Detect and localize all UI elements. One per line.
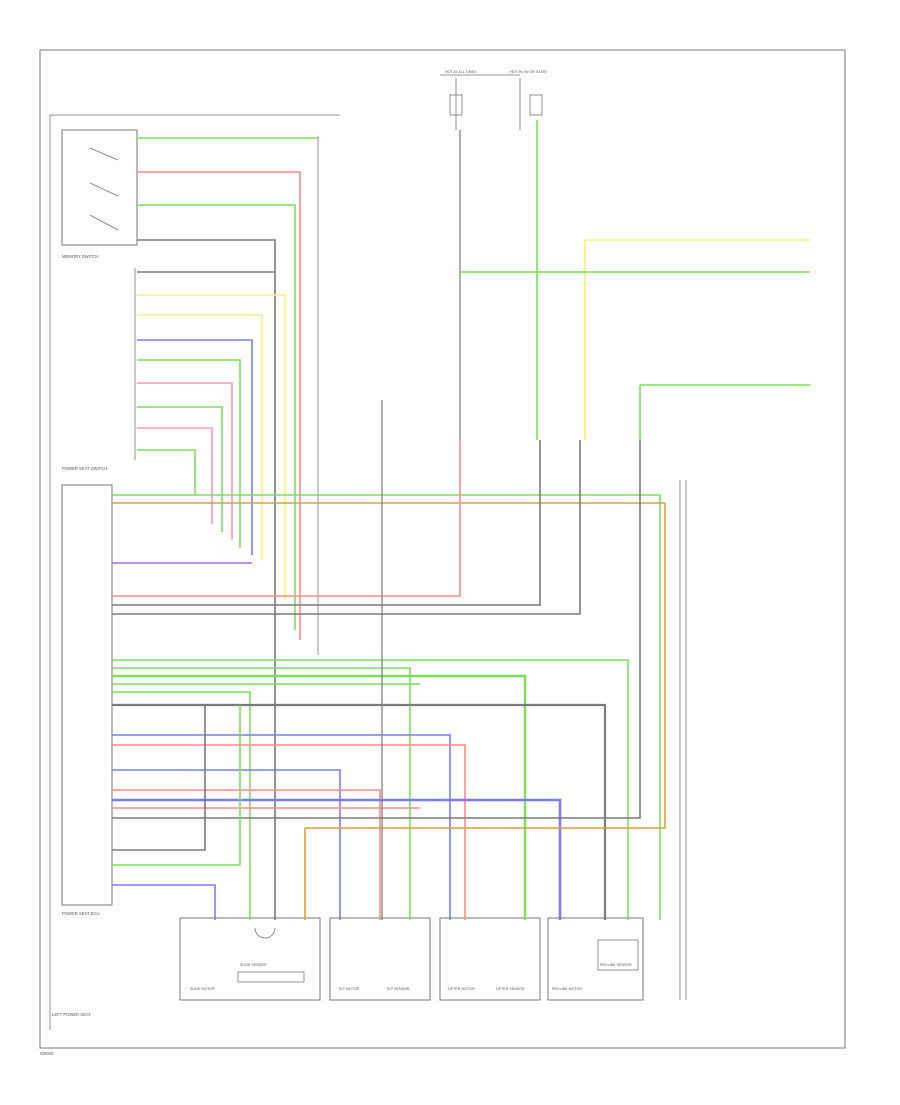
memory-switch: MEMORY SWITCH: [61, 129, 138, 259]
slide-sensor-label: SLIDE SENSOR: [240, 963, 267, 967]
tilt-motor-label: TILT MOTOR: [338, 987, 360, 991]
recline-motor-label: RECLINE MOTOR: [552, 987, 582, 991]
wire-2: [137, 204, 296, 630]
memory-switch-label: MEMORY SWITCH: [62, 254, 98, 259]
recline-sensor-label: RECLINE SENSOR: [600, 963, 632, 967]
footer-code: W0000: [40, 1051, 54, 1056]
power-seat-switch: POWER SEAT SWITCH: [62, 268, 136, 471]
wire-20: [112, 667, 411, 920]
wire-8: [137, 359, 241, 548]
wire-24: [112, 703, 607, 920]
wire-25: [112, 734, 451, 920]
wire-19: [112, 659, 629, 920]
lifter-motor-label: LIFTER MOTOR: [448, 987, 475, 991]
wire-group: [112, 120, 810, 920]
wire-26: [112, 744, 466, 920]
wire-21: [112, 674, 527, 920]
lifter-sensor-label: LIFTER SENSOR: [496, 987, 525, 991]
wire-16: [112, 440, 461, 597]
wire-12: [137, 449, 196, 495]
fuse-block: HOT AT ALL TIMES HOT IN ON OR START: [440, 70, 548, 130]
wire-11: [137, 427, 213, 524]
tilt-sensor-label: TILT SENSOR: [386, 987, 410, 991]
left-power-seat-label: LEFT POWER SEAT: [52, 1012, 91, 1017]
power-seat-switch-label: POWER SEAT SWITCH: [62, 466, 107, 471]
wire-23: [112, 691, 251, 920]
wire-27: [112, 769, 341, 920]
wire-9: [137, 382, 233, 540]
power-seat-ecu: POWER SEAT ECU: [61, 484, 113, 916]
slide-motor-label: SLIDE MOTOR: [190, 987, 215, 991]
wire-28: [112, 789, 381, 920]
wire-32: [305, 503, 666, 829]
wire-7: [137, 339, 253, 555]
wire-17: [112, 440, 541, 606]
diagram-frame: [39, 49, 846, 1049]
wire-35: [112, 705, 241, 866]
wire-10: [137, 406, 223, 532]
wire-36: [112, 884, 216, 920]
fuse-label-2: HOT IN ON OR START: [510, 70, 548, 74]
wire-5: [137, 294, 286, 600]
wire-34: [112, 705, 206, 851]
wire-13: [112, 494, 661, 920]
wire-18: [112, 440, 581, 615]
wire-29: [112, 798, 562, 920]
seat-components: SLIDE MOTOR SLIDE SENSOR TILT MOTOR TILT…: [179, 917, 644, 1001]
wire-1: [137, 171, 301, 640]
wire-31: [112, 440, 641, 819]
wire-6: [137, 314, 263, 560]
power-seat-ecu-label: POWER SEAT ECU: [62, 911, 100, 916]
wire-3: [137, 239, 276, 920]
fuse-label-1: HOT AT ALL TIMES: [445, 70, 477, 74]
